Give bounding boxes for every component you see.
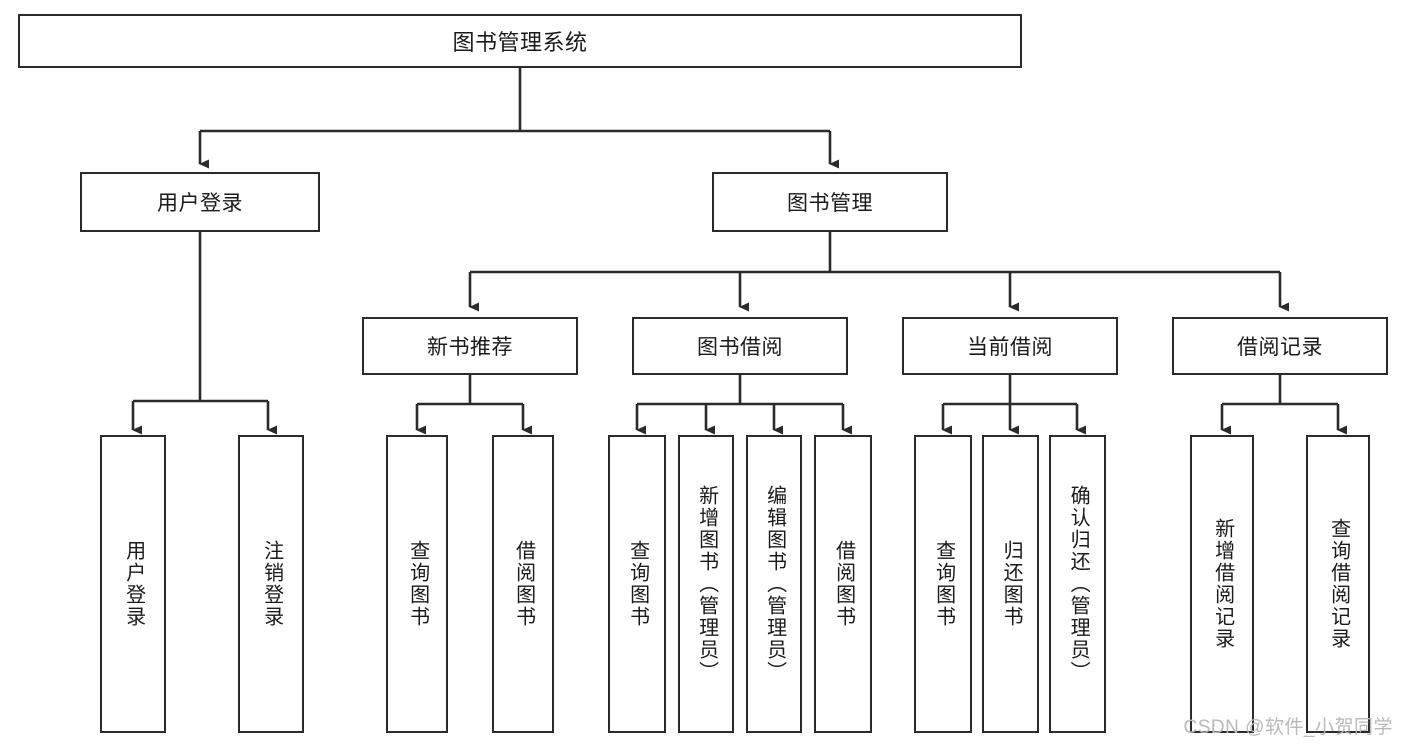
leaf-user-login-label: 用户登录 (122, 540, 145, 628)
leaf-query-book-recommend[interactable]: 查询图书 (386, 435, 448, 733)
node-root-system[interactable]: 图书管理系统 (18, 14, 1022, 68)
leaf-return-book[interactable]: 归还图书 (982, 435, 1039, 733)
leaf-borrow-book-borrow[interactable]: 借阅图书 (814, 435, 872, 733)
leaf-query-book-borrow[interactable]: 查询图书 (608, 435, 666, 733)
leaf-query-borrow-record[interactable]: 查询借阅记录 (1306, 435, 1370, 733)
node-new-book-recommend-label: 新书推荐 (427, 336, 513, 359)
leaf-add-book-admin[interactable]: 新增图书（管理员） (678, 435, 734, 733)
leaf-borrow-book-borrow-label: 借阅图书 (832, 540, 855, 628)
node-user-login[interactable]: 用户登录 (80, 172, 320, 232)
node-borrow-record[interactable]: 借阅记录 (1172, 317, 1388, 375)
node-book-borrow[interactable]: 图书借阅 (632, 317, 848, 375)
node-current-borrow[interactable]: 当前借阅 (902, 317, 1118, 375)
leaf-query-book-current[interactable]: 查询图书 (914, 435, 972, 733)
leaf-borrow-book-recommend-label: 借阅图书 (512, 540, 535, 628)
node-borrow-record-label: 借阅记录 (1237, 336, 1323, 359)
leaf-add-borrow-record-label: 新增借阅记录 (1211, 518, 1234, 650)
leaf-user-login[interactable]: 用户登录 (100, 435, 166, 733)
node-root-system-label: 图书管理系统 (452, 30, 588, 55)
leaf-borrow-book-recommend[interactable]: 借阅图书 (492, 435, 554, 733)
leaf-add-book-admin-label: 新增图书（管理员） (695, 485, 718, 683)
leaf-query-book-current-label: 查询图书 (932, 540, 955, 628)
leaf-query-borrow-record-label: 查询借阅记录 (1327, 518, 1350, 650)
leaf-confirm-return-admin-label: 确认归还（管理员） (1067, 485, 1090, 683)
node-book-manage-label: 图书管理 (787, 192, 873, 215)
csdn-watermark: CSDN @软件_小贺同学 (1183, 717, 1393, 738)
node-book-manage[interactable]: 图书管理 (712, 172, 948, 232)
node-current-borrow-label: 当前借阅 (967, 336, 1053, 359)
leaf-edit-book-admin[interactable]: 编辑图书（管理员） (746, 435, 802, 733)
leaf-query-book-recommend-label: 查询图书 (406, 540, 429, 628)
leaf-confirm-return-admin[interactable]: 确认归还（管理员） (1049, 435, 1106, 733)
node-book-borrow-label: 图书借阅 (697, 336, 783, 359)
leaf-add-borrow-record[interactable]: 新增借阅记录 (1190, 435, 1254, 733)
leaf-edit-book-admin-label: 编辑图书（管理员） (763, 485, 786, 683)
leaf-return-book-label: 归还图书 (1000, 540, 1023, 628)
leaf-query-book-borrow-label: 查询图书 (626, 540, 649, 628)
leaf-logout-login-label: 注销登录 (260, 540, 283, 628)
node-user-login-label: 用户登录 (157, 192, 243, 215)
leaf-logout-login[interactable]: 注销登录 (238, 435, 304, 733)
node-new-book-recommend[interactable]: 新书推荐 (362, 317, 578, 375)
